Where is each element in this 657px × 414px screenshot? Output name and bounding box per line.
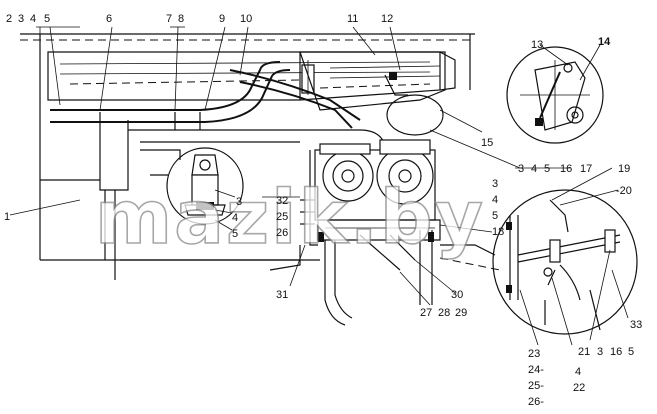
clamp-detail (140, 147, 244, 225)
callout-l5: 5 (232, 228, 238, 240)
callout-29: 29 (455, 307, 467, 319)
callout-1: 1 (4, 211, 10, 223)
callout-l4: 4 (232, 212, 238, 224)
callout-25b: 25- (528, 380, 544, 392)
callout-27: 27 (420, 307, 432, 319)
right-tank (299, 51, 446, 136)
callout-b16: 16 (610, 346, 622, 358)
callout-15: 15 (481, 137, 493, 149)
detail-view-upper (506, 46, 604, 144)
callout-23: 23 (528, 348, 540, 360)
callout-13: 13 (531, 39, 543, 51)
callout-8: 8 (178, 13, 184, 25)
callout-3: 3 (18, 13, 24, 25)
callout-18: 18 (492, 226, 504, 238)
pump-cover (300, 150, 318, 246)
callout-4b: 4 (575, 366, 581, 378)
callout-21: 21 (578, 346, 590, 358)
callout-10: 10 (240, 13, 252, 25)
callout-9: 9 (219, 13, 225, 25)
callout-6: 6 (106, 13, 112, 25)
callout-4: 4 (30, 13, 36, 25)
callout-26a: 26 (276, 227, 288, 239)
callout-r5: 5 (544, 163, 550, 175)
callout-m4: 4 (492, 194, 498, 206)
detail-view-lower (492, 189, 638, 335)
callout-28: 28 (438, 307, 450, 319)
callout-r4: 4 (531, 163, 537, 175)
pipe-assembly (50, 61, 386, 191)
callout-b3: 3 (597, 346, 603, 358)
callout-7: 7 (166, 13, 172, 25)
callout-12: 12 (381, 13, 393, 25)
callout-17: 17 (580, 163, 592, 175)
callout-11: 11 (347, 13, 358, 25)
callout-30: 30 (451, 289, 463, 301)
watermark: mazik.by (95, 175, 485, 261)
callout-r16: 16 (560, 163, 572, 175)
callouts: 2 3 4 5 6 7 8 9 10 11 12 13 14 15 3 4 5 … (4, 13, 642, 408)
pump-unit (314, 139, 441, 326)
callout-24: 24- (528, 364, 544, 376)
callout-m5: 5 (492, 210, 498, 222)
callout-31: 31 (276, 289, 288, 301)
callout-19: 19 (618, 163, 630, 175)
callout-5: 5 (44, 13, 50, 25)
callout-22: 22 (573, 382, 585, 394)
callout-26b: 26- (528, 396, 544, 408)
callout-25a: 25 (276, 211, 288, 223)
callout-b5: 5 (628, 346, 634, 358)
callout-33: 33 (630, 319, 642, 331)
callout-20: -20 (616, 185, 632, 197)
callout-r3: 3 (518, 163, 524, 175)
callout-l3: 3 (236, 196, 242, 208)
callout-14: 14 (598, 36, 611, 48)
leader-lines (9, 26, 629, 346)
callout-m3: 3 (492, 178, 498, 190)
lower-supports (120, 244, 501, 271)
callout-32: 32 (276, 195, 288, 207)
callout-2: 2 (6, 13, 12, 25)
